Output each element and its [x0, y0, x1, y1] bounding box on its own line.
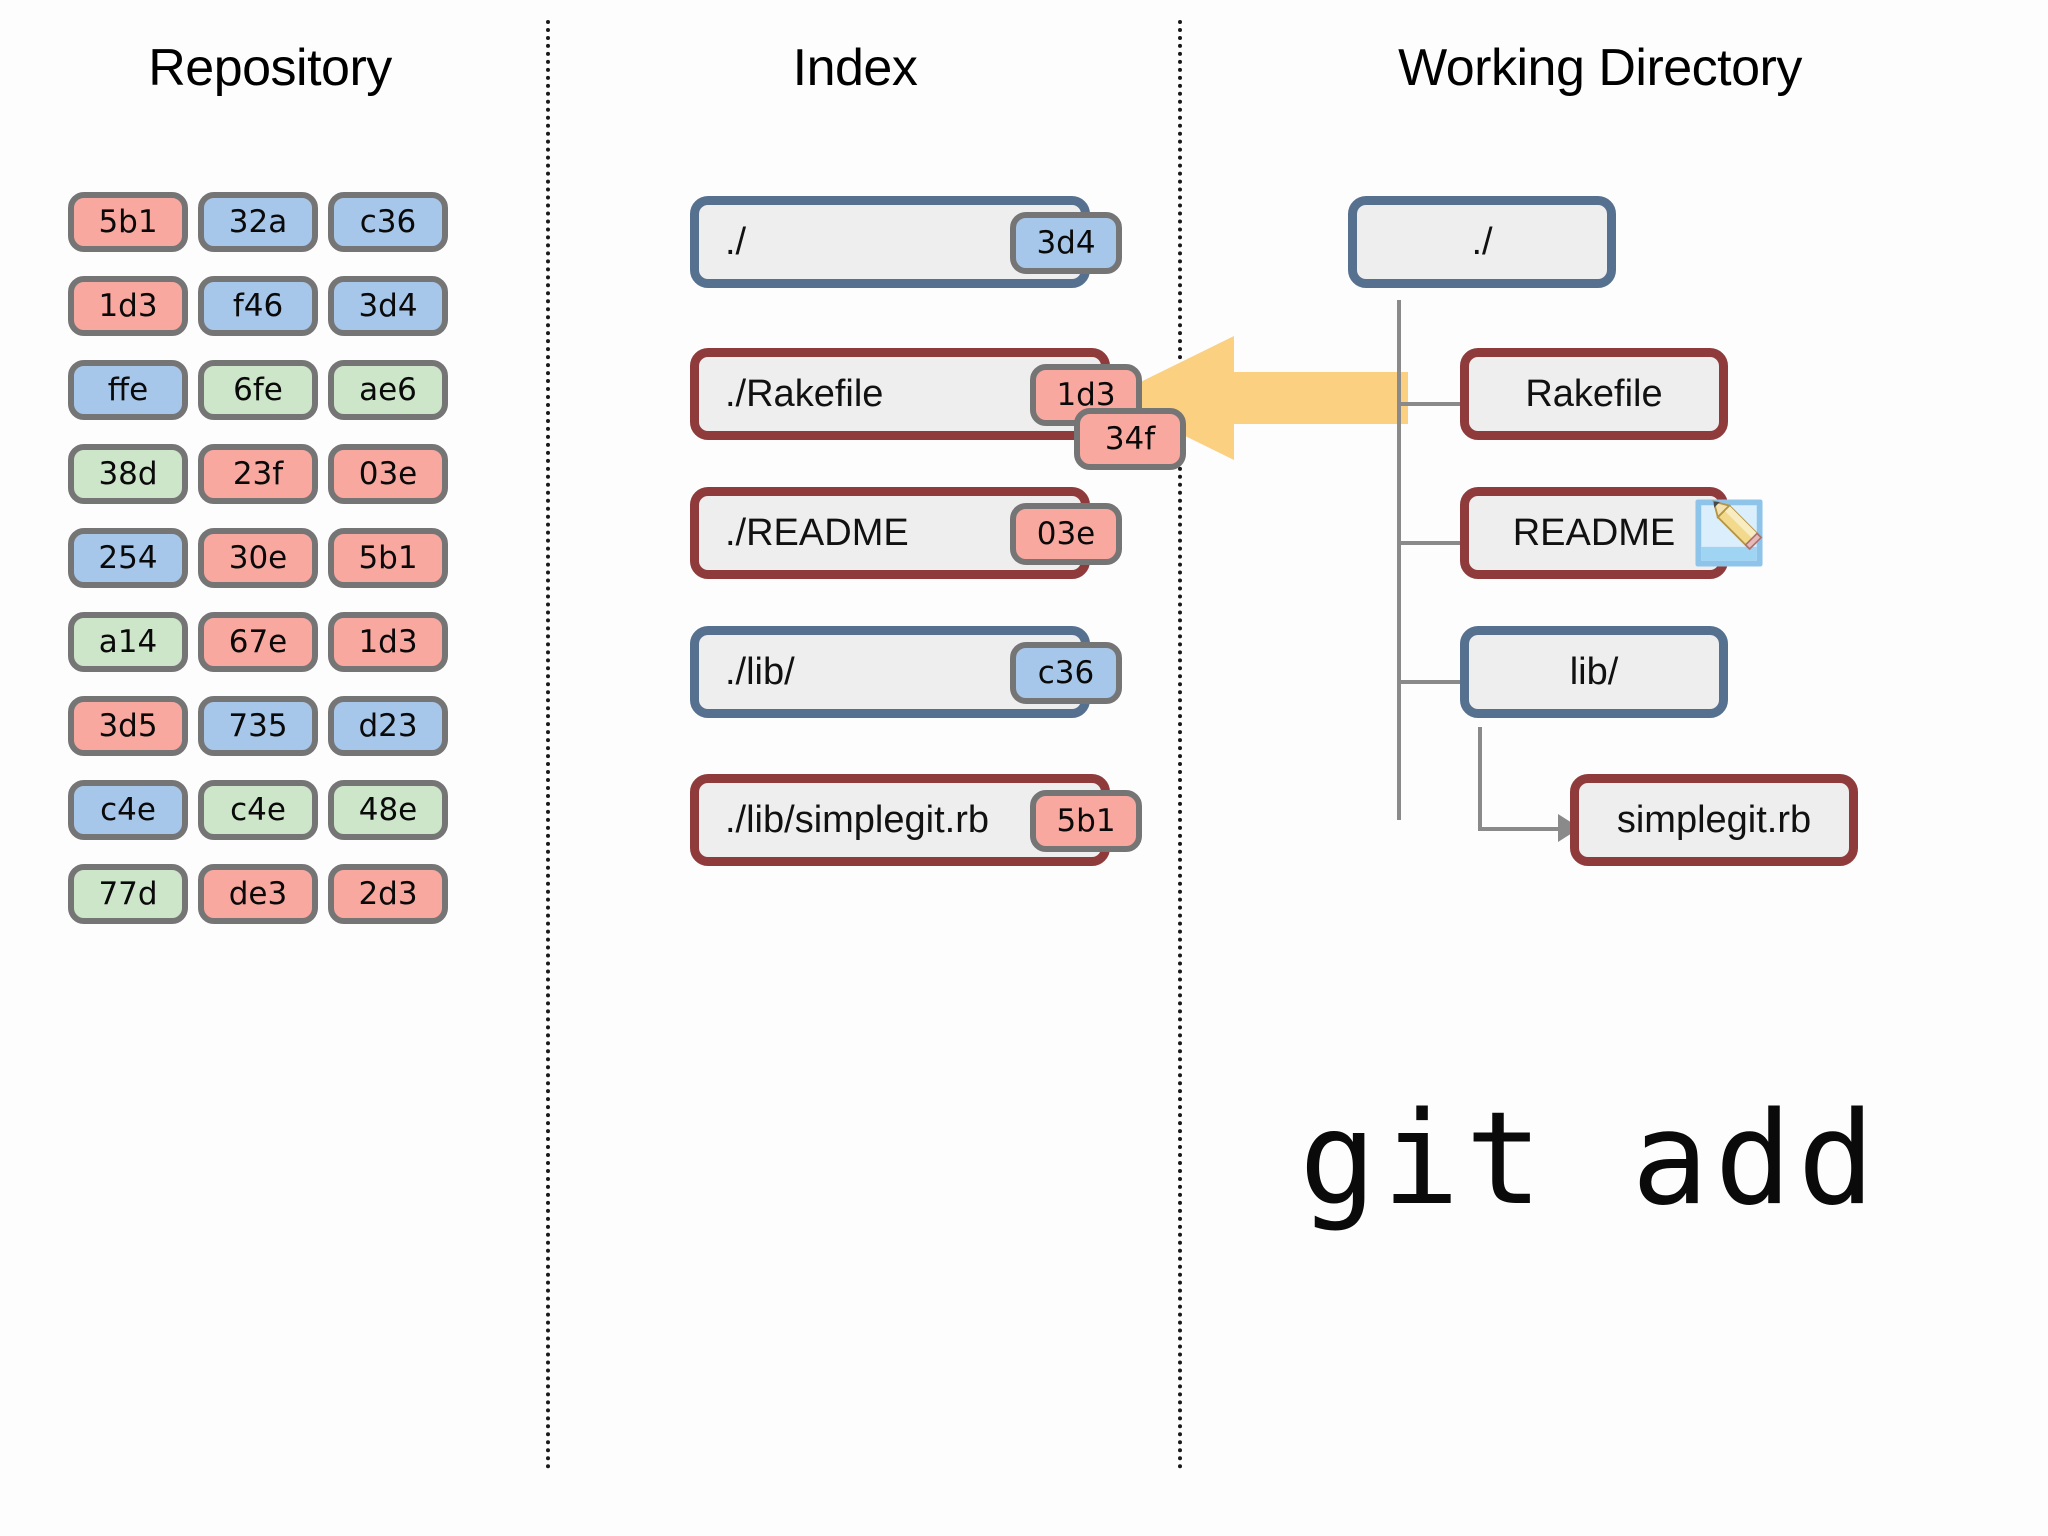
index-entry-row: ./lib/simplegit.rb 5b1 [690, 774, 1142, 866]
repo-object-30e[interactable]: 30e [198, 528, 318, 588]
repo-object-f46[interactable]: f46 [198, 276, 318, 336]
tree-branch-rakefile [1397, 402, 1475, 406]
repo-object-d23[interactable]: d23 [328, 696, 448, 756]
repo-object-77d[interactable]: 77d [68, 864, 188, 924]
repo-object-c36[interactable]: c36 [328, 192, 448, 252]
index-hash-badge-03e[interactable]: 03e [1010, 503, 1122, 565]
repo-object-3d5[interactable]: 3d5 [68, 696, 188, 756]
workdir-node-lib-label: lib/ [1569, 650, 1619, 693]
repo-object-3d4[interactable]: 3d4 [328, 276, 448, 336]
command-caption: git add [1299, 1085, 1881, 1234]
index-hash-badge-3d4[interactable]: 3d4 [1010, 212, 1122, 274]
tree-branch-readme [1397, 541, 1475, 545]
repo-object-67e[interactable]: 67e [198, 612, 318, 672]
tree-trunk-lib [1478, 727, 1482, 827]
repo-object-03e[interactable]: 03e [328, 444, 448, 504]
column-divider-right [1178, 20, 1182, 1470]
repo-object-254[interactable]: 254 [68, 528, 188, 588]
repo-object-a14[interactable]: a14 [68, 612, 188, 672]
repo-object-1d3[interactable]: 1d3 [68, 276, 188, 336]
column-title-index: Index [792, 39, 918, 97]
index-entry-path: ./Rakefile [725, 372, 884, 415]
repo-object-2d3[interactable]: 2d3 [328, 864, 448, 924]
workdir-node-lib[interactable]: lib/ [1460, 626, 1728, 718]
repo-object-48e[interactable]: 48e [328, 780, 448, 840]
workdir-node-readme[interactable]: README [1460, 487, 1728, 579]
tree-trunk-line [1397, 300, 1401, 820]
workdir-node-simplegit-label: simplegit.rb [1616, 798, 1812, 841]
workdir-node-readme-label: README [1512, 511, 1676, 554]
index-hash-badge-34f[interactable]: 34f [1074, 408, 1186, 470]
repo-object-1d3[interactable]: 1d3 [328, 612, 448, 672]
repo-object-c4e[interactable]: c4e [68, 780, 188, 840]
tree-branch-lib [1397, 680, 1475, 684]
repo-object-de3[interactable]: de3 [198, 864, 318, 924]
index-entry-row: ./README 03e [690, 487, 1122, 579]
repo-object-735[interactable]: 735 [198, 696, 318, 756]
repo-object-5b1[interactable]: 5b1 [68, 192, 188, 252]
column-title-working-directory: Working Directory [1398, 39, 1802, 97]
column-divider-left [546, 20, 550, 1470]
workdir-node-rakefile-label: Rakefile [1525, 372, 1663, 415]
workdir-node-rakefile[interactable]: Rakefile [1460, 348, 1728, 440]
repo-object-c4e[interactable]: c4e [198, 780, 318, 840]
workdir-node-root-label: ./ [1471, 220, 1493, 263]
repo-object-32a[interactable]: 32a [198, 192, 318, 252]
index-entry-row: ./ 3d4 [690, 196, 1122, 288]
workdir-node-root[interactable]: ./ [1348, 196, 1616, 288]
repo-object-ffe[interactable]: ffe [68, 360, 188, 420]
repo-object-5b1[interactable]: 5b1 [328, 528, 448, 588]
column-title-repository: Repository [148, 39, 392, 97]
workdir-node-simplegit[interactable]: simplegit.rb [1570, 774, 1858, 866]
index-entry-path: ./lib/ [725, 650, 795, 693]
repo-object-23f[interactable]: 23f [198, 444, 318, 504]
repo-object-ae6[interactable]: ae6 [328, 360, 448, 420]
index-entry-path: ./ [725, 220, 747, 263]
edit-document-icon [1695, 499, 1763, 567]
index-hash-badge-5b1[interactable]: 5b1 [1030, 790, 1142, 852]
tree-branch-simplegit [1478, 827, 1558, 831]
index-hash-badge-c36[interactable]: c36 [1010, 642, 1122, 704]
index-entry-path: ./lib/simplegit.rb [725, 798, 989, 841]
index-entry-row: ./lib/c36 [690, 626, 1122, 718]
repo-object-38d[interactable]: 38d [68, 444, 188, 504]
index-entry-path: ./README [725, 511, 909, 554]
repo-object-6fe[interactable]: 6fe [198, 360, 318, 420]
